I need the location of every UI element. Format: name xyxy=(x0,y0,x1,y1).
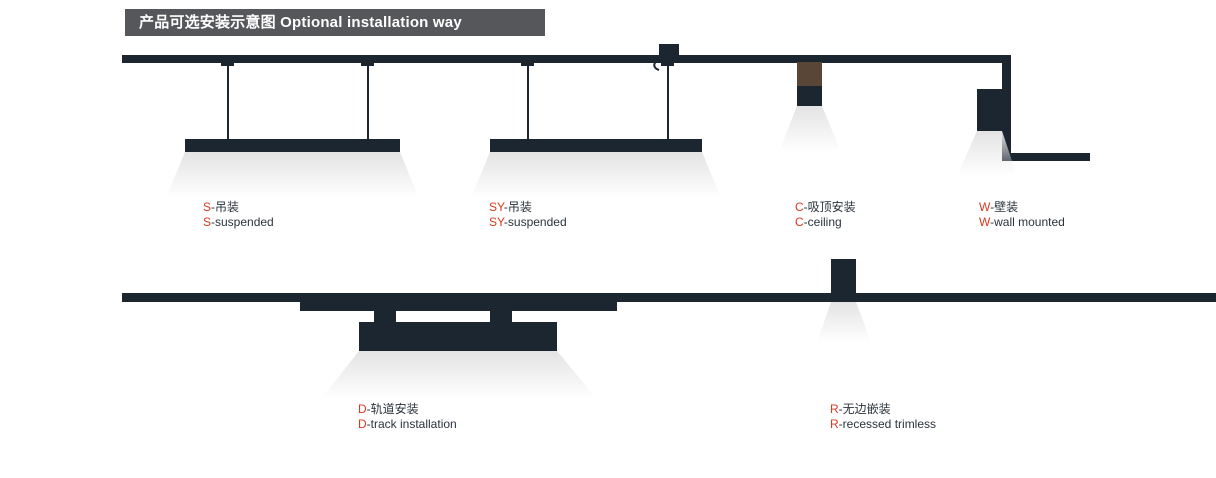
label-text-cn: -吊装 xyxy=(503,200,532,214)
label-prefix: S xyxy=(203,215,212,229)
label-prefix: C xyxy=(795,200,804,214)
right-wall xyxy=(1002,55,1011,161)
power-feed-box xyxy=(659,44,679,56)
label-line-en: D-track installation xyxy=(358,417,457,432)
power-cable-curve xyxy=(653,55,671,71)
label-line-cn: R-无边嵌装 xyxy=(830,402,936,417)
label-r-recessed: R-无边嵌装 R-recessed trimless xyxy=(830,402,936,432)
label-text-en: -ceiling xyxy=(803,215,842,229)
label-prefix: SY xyxy=(489,200,504,214)
label-prefix: W xyxy=(979,215,991,229)
label-prefix: C xyxy=(795,215,804,229)
suspension-wire xyxy=(527,63,529,139)
label-text-en: -suspended xyxy=(503,215,567,229)
suspension-wire xyxy=(667,63,669,139)
light-beam-r xyxy=(817,302,871,342)
light-beam-c xyxy=(779,106,841,152)
fixture-sy-suspended xyxy=(490,139,702,152)
label-prefix: W xyxy=(979,200,991,214)
fixture-s-suspended xyxy=(185,139,400,152)
label-text-cn: -无边嵌装 xyxy=(838,402,891,416)
light-beam-d xyxy=(321,351,597,399)
label-text-en: -wall mounted xyxy=(990,215,1065,229)
label-s-suspended: S-吊装 S-suspended xyxy=(203,200,274,230)
label-prefix: S xyxy=(203,200,212,214)
label-text-en: -suspended xyxy=(211,215,274,229)
section-title-bar: 产品可选安装示意图 Optional installation way xyxy=(125,9,545,36)
label-c-ceiling: C-吸顶安装 C-ceiling xyxy=(795,200,856,230)
label-prefix: SY xyxy=(489,215,504,229)
label-text-cn: -吊装 xyxy=(211,200,240,214)
label-line-en: W-wall mounted xyxy=(979,215,1065,230)
label-prefix: R xyxy=(830,402,839,416)
fixture-c-ceiling xyxy=(797,62,822,106)
label-text-cn: -轨道安装 xyxy=(366,402,419,416)
label-sy-suspended: SY-吊装 SY-suspended xyxy=(489,200,567,230)
label-line-cn: C-吸顶安装 xyxy=(795,200,856,215)
fixture-w-wall xyxy=(977,89,1002,131)
label-line-en: C-ceiling xyxy=(795,215,856,230)
label-text-cn: -吸顶安装 xyxy=(803,200,856,214)
label-line-cn: SY-吊装 xyxy=(489,200,567,215)
label-line-en: S-suspended xyxy=(203,215,274,230)
label-text-cn: -壁装 xyxy=(990,200,1019,214)
right-soffit xyxy=(1002,153,1090,161)
label-w-wall: W-壁装 W-wall mounted xyxy=(979,200,1065,230)
light-beam-sy xyxy=(471,152,721,198)
label-line-en: R-recessed trimless xyxy=(830,417,936,432)
label-text-en: -recessed trimless xyxy=(838,417,937,431)
suspension-wire xyxy=(227,63,229,139)
label-prefix: R xyxy=(830,417,839,431)
section-title: 产品可选安装示意图 Optional installation way xyxy=(139,14,462,31)
light-beam-s xyxy=(166,152,419,198)
fixture-d-track xyxy=(359,322,557,351)
track-adapter xyxy=(490,311,512,322)
label-prefix: D xyxy=(358,402,367,416)
track-rail xyxy=(300,302,617,311)
label-line-en: SY-suspended xyxy=(489,215,567,230)
label-line-cn: S-吊装 xyxy=(203,200,274,215)
ceiling-top xyxy=(122,55,1011,63)
suspension-wire xyxy=(367,63,369,139)
label-text-en: -track installation xyxy=(366,417,457,431)
track-adapter xyxy=(374,311,396,322)
label-d-track: D-轨道安装 D-track installation xyxy=(358,402,457,432)
label-line-cn: W-壁装 xyxy=(979,200,1065,215)
fixture-r-recessed xyxy=(831,259,856,294)
ceiling-bottom xyxy=(122,293,1216,302)
label-prefix: D xyxy=(358,417,367,431)
label-line-cn: D-轨道安装 xyxy=(358,402,457,417)
